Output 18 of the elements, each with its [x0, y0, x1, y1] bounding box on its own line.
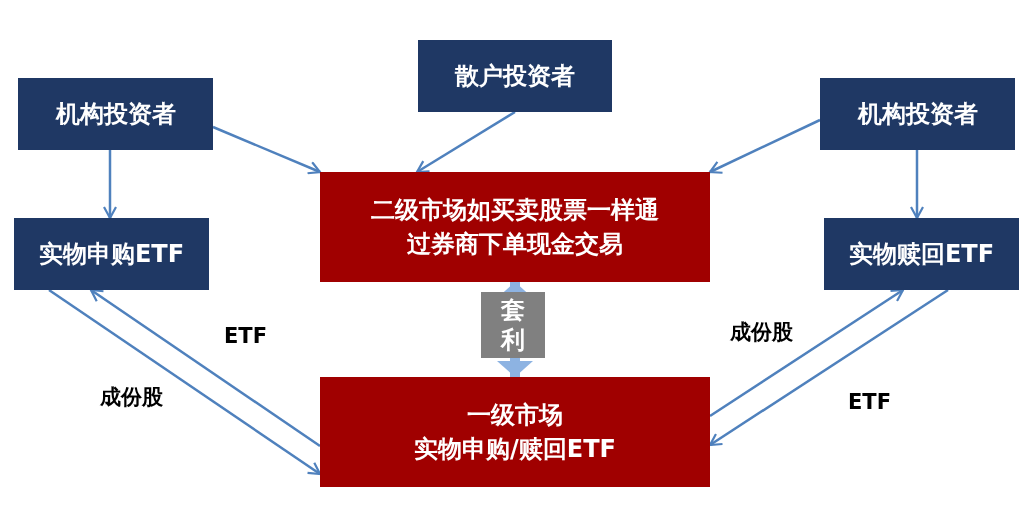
arrow	[909, 150, 925, 220]
arbitrage-label: 套利	[481, 292, 545, 358]
primary-market-box: 一级市场 实物申购/赎回ETF	[320, 377, 710, 487]
edge-label: 成份股	[98, 383, 165, 411]
arrow	[102, 150, 118, 220]
arrow	[415, 110, 516, 174]
arrow	[48, 288, 322, 476]
edge-label: 成份股	[728, 318, 795, 346]
secondary-market-box: 二级市场如买卖股票一样通过券商下单现金交易	[320, 172, 710, 282]
investor-box: 机构投资者	[18, 78, 213, 150]
creation-box: 实物申购ETF	[14, 218, 209, 290]
arrow	[212, 125, 322, 175]
arrow	[709, 288, 905, 418]
redemption-box: 实物赎回ETF	[824, 218, 1019, 290]
investor-box: 机构投资者	[820, 78, 1015, 150]
investor-box: 散户投资者	[418, 40, 612, 112]
arrow	[89, 288, 321, 448]
arrow	[708, 118, 821, 174]
